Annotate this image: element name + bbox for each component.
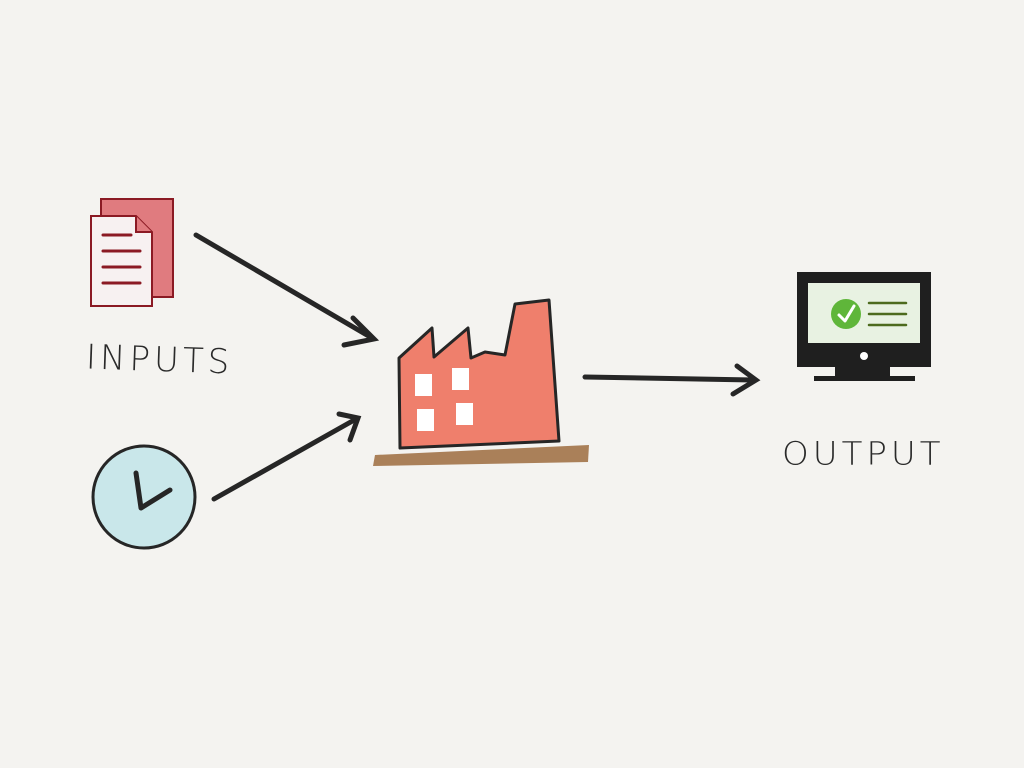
factory-window: [452, 368, 469, 390]
arrow-clock-to-factory: [211, 411, 362, 502]
factory-window: [417, 409, 434, 431]
factory-icon: [373, 298, 589, 466]
clock-icon: [91, 444, 197, 550]
inputs-label: INPUTS: [85, 337, 234, 383]
factory-window: [456, 403, 473, 425]
output-label: OUTPUT: [782, 435, 945, 473]
factory-window: [415, 374, 432, 396]
arrow-factory-to-output: [582, 363, 761, 397]
arrow-inputs-to-factory: [193, 232, 380, 348]
document-icon: [90, 198, 174, 307]
monitor-icon: [797, 272, 931, 381]
